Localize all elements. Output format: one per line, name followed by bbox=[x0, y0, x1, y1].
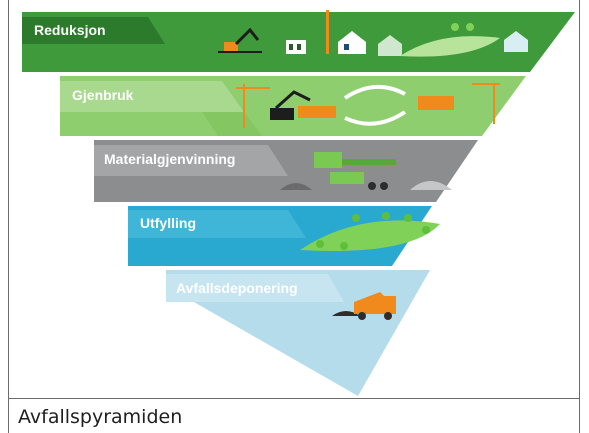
level-label-utfylling: Utfylling bbox=[140, 215, 196, 231]
level-label-reduksjon: Reduksjon bbox=[34, 22, 106, 38]
tab-gjenbruk bbox=[60, 81, 244, 112]
level-label-avfallsdeponering: Avfallsdeponering bbox=[176, 280, 298, 296]
dump-truck-icon bbox=[332, 292, 396, 320]
tab-utfylling bbox=[128, 210, 306, 238]
tab-materialgjenvinning bbox=[94, 145, 288, 176]
tab-avfallsdeponering bbox=[166, 274, 344, 302]
reuse-scene-icon bbox=[236, 83, 500, 128]
tab-reduksjon bbox=[22, 17, 165, 44]
level-label-gjenbruk: Gjenbruk bbox=[72, 87, 134, 103]
figure-frame bbox=[8, 0, 580, 433]
construction-scene-icon bbox=[218, 10, 528, 57]
waste-pyramid bbox=[22, 10, 575, 396]
band-gjenbruk-shadow bbox=[202, 112, 262, 136]
figure-caption: Avfallspyramiden bbox=[18, 406, 183, 428]
caption-separator bbox=[8, 398, 580, 399]
level-label-materialgjenvinning: Materialgjenvinning bbox=[104, 151, 236, 167]
landscape-trees-icon bbox=[300, 212, 440, 251]
recycling-machine-icon bbox=[280, 152, 452, 190]
